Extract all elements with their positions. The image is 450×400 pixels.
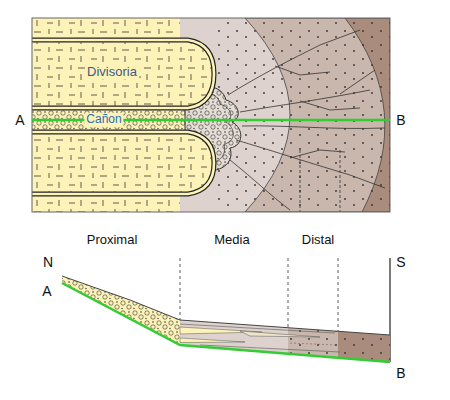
label-anchor: A bbox=[13, 112, 26, 128]
label-anchor: N bbox=[41, 254, 55, 270]
label-anchor: Cañon bbox=[84, 113, 123, 127]
direction-label: S bbox=[394, 254, 407, 270]
label-anchor: B bbox=[394, 365, 407, 381]
label-anchor: S bbox=[394, 254, 407, 270]
direction-label: N bbox=[41, 254, 55, 270]
label-anchor: Divisoria bbox=[85, 65, 139, 80]
label-anchor: A bbox=[40, 283, 53, 299]
label-anchor: Proximal bbox=[85, 233, 140, 248]
zone-label: Distal bbox=[300, 233, 337, 248]
plan-view bbox=[32, 18, 390, 212]
cross-section bbox=[62, 258, 390, 362]
label-anchor: Media bbox=[212, 233, 251, 248]
label-anchor: Distal bbox=[300, 233, 337, 248]
zone-label: Proximal bbox=[85, 233, 140, 248]
section-end-label: B bbox=[394, 365, 407, 381]
section-end-label: A bbox=[13, 112, 26, 128]
label-anchor: B bbox=[394, 112, 407, 128]
zone-label: Media bbox=[212, 233, 251, 248]
section-end-label: A bbox=[40, 283, 53, 299]
region-label: Cañon bbox=[84, 113, 123, 127]
section-end-label: B bbox=[394, 112, 407, 128]
region-label: Divisoria bbox=[85, 65, 139, 80]
